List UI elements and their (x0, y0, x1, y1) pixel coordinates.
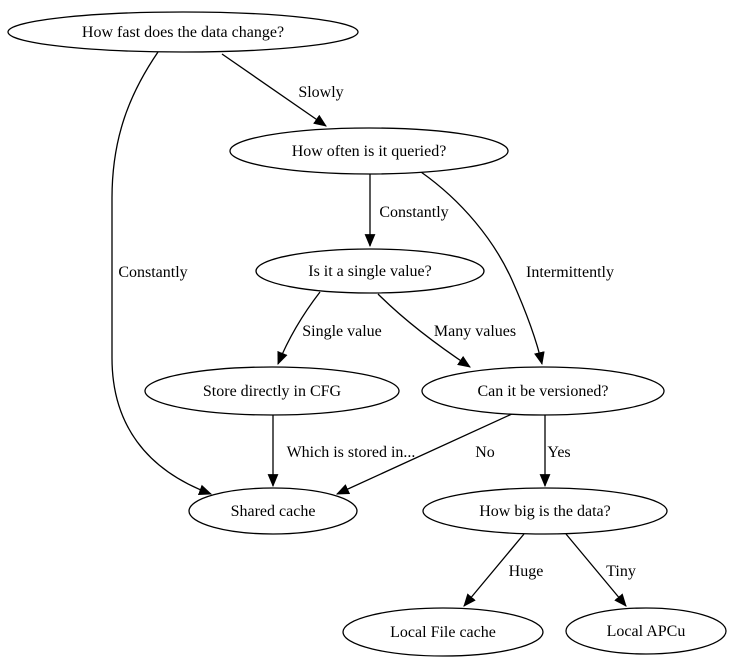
node-label-local-apcu: Local APCu (607, 623, 686, 640)
edge-label-constantly-mid: Constantly (379, 204, 448, 221)
edge-label-tiny: Tiny (606, 563, 636, 580)
node-store-cfg: Store directly in CFG (144, 366, 400, 416)
node-how-often: How often is it queried? (229, 127, 509, 175)
node-how-big: How big is the data? (422, 487, 668, 535)
node-local-file-cache: Local File cache (342, 607, 544, 657)
edge-single-value-to-store-cfg (277, 291, 321, 366)
node-local-apcu: Local APCu (565, 607, 727, 655)
node-ellipse-versioned (421, 366, 665, 416)
edge-label-yes: Yes (547, 444, 570, 461)
edge-label-many-values: Many values (434, 323, 516, 340)
node-label-single-value: Is it a single value? (308, 263, 432, 280)
edge-label-which-is-stored-in: Which is stored in... (287, 444, 416, 461)
node-ellipse-how-often (229, 127, 509, 175)
node-ellipse-how-big (422, 487, 668, 535)
edge-label-no: No (475, 444, 495, 461)
node-label-local-file-cache: Local File cache (390, 624, 496, 641)
edge-how-big-to-local-apcu (565, 533, 627, 607)
edge-how-often-to-versioned (420, 171, 545, 366)
edge-how-big-to-local-file-cache (463, 533, 525, 607)
node-single-value: Is it a single value? (255, 248, 485, 294)
edge-label-single-value: Single value (302, 323, 382, 340)
node-how-fast: How fast does the data change? (7, 11, 359, 53)
node-ellipse-store-cfg (144, 366, 400, 416)
node-label-shared-cache: Shared cache (231, 503, 316, 520)
edge-label-huge: Huge (509, 563, 544, 580)
node-label-store-cfg: Store directly in CFG (203, 383, 342, 400)
edge-label-intermittently: Intermittently (526, 264, 614, 281)
node-ellipse-local-file-cache (342, 607, 544, 657)
node-ellipse-how-fast (7, 11, 359, 53)
node-ellipse-single-value (255, 248, 485, 294)
node-ellipse-local-apcu (565, 607, 727, 655)
node-versioned: Can it be versioned? (421, 366, 665, 416)
edge-how-fast-to-shared-cache (111, 51, 213, 495)
node-label-how-often: How often is it queried? (292, 143, 447, 160)
edge-single-value-to-versioned (377, 293, 471, 368)
node-label-how-fast: How fast does the data change? (82, 24, 284, 41)
node-label-how-big: How big is the data? (479, 503, 611, 520)
edge-how-fast-to-how-often (221, 53, 327, 127)
edge-label-slowly: Slowly (298, 84, 343, 101)
node-ellipse-shared-cache (188, 487, 358, 535)
edge-versioned-to-shared-cache (336, 412, 515, 495)
node-shared-cache: Shared cache (188, 487, 358, 535)
node-label-versioned: Can it be versioned? (477, 383, 608, 400)
edge-label-constantly-left: Constantly (118, 264, 187, 281)
